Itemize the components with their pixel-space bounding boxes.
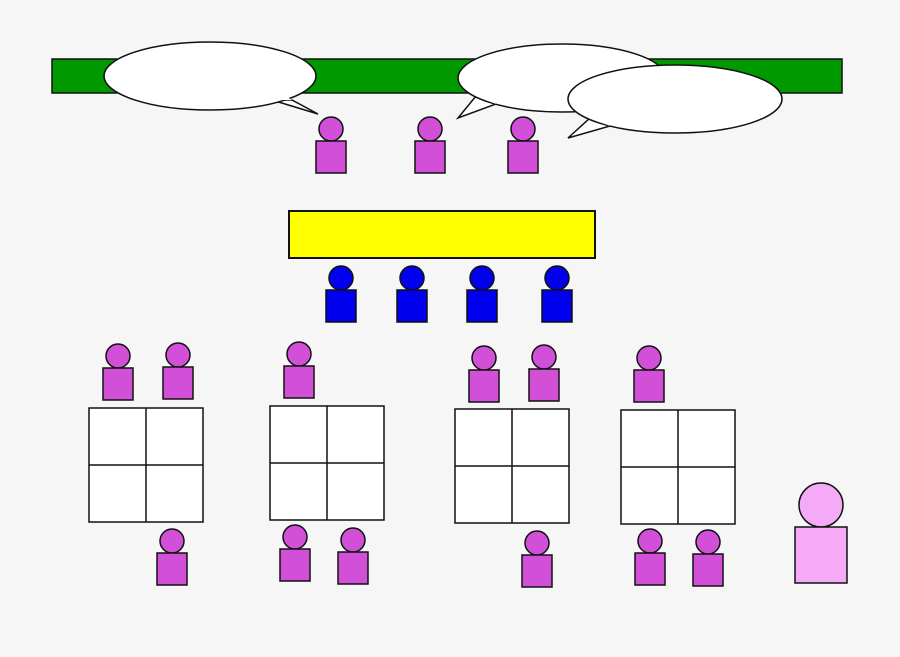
table-4-student-below-2 — [692, 529, 724, 587]
speech-bubble-1 — [103, 41, 319, 115]
table-4-student-below-1-body — [634, 552, 666, 586]
staff-2 — [396, 265, 428, 323]
table-2-student-above-1-head — [286, 341, 312, 367]
table-group-1 — [88, 407, 204, 523]
table-3-student-above-1 — [468, 345, 500, 403]
staff-3 — [466, 265, 498, 323]
table-1-student-below-1 — [156, 528, 188, 586]
table-4-student-above-1-head — [636, 345, 662, 371]
table-1-student-above-2-body — [162, 366, 194, 400]
staff-1-body — [325, 289, 357, 323]
staff-4 — [541, 265, 573, 323]
teacher-body — [794, 526, 848, 584]
table-1-student-above-1 — [102, 343, 134, 401]
speaker-3 — [507, 116, 539, 174]
speaker-3-body — [507, 140, 539, 174]
speech-bubble-3-body — [567, 64, 783, 134]
table-group-2 — [269, 405, 385, 521]
speech-bubble-3-tail-seam — [590, 116, 610, 126]
speech-bubble-1-body — [103, 41, 317, 111]
table-4-student-below-1-head — [637, 528, 663, 554]
table-2-student-below-1-body — [279, 548, 311, 582]
table-4-student-below-2-body — [692, 553, 724, 587]
speech-bubble-3 — [567, 64, 783, 139]
staff-1-head — [328, 265, 354, 291]
staff-3-head — [469, 265, 495, 291]
table-3-student-above-1-body — [468, 369, 500, 403]
table-2-student-above-1 — [283, 341, 315, 399]
table-4-student-below-2-head — [695, 529, 721, 555]
speaker-2-body — [414, 140, 446, 174]
table-1-student-above-2-head — [165, 342, 191, 368]
table-3-student-below-1-head — [524, 530, 550, 556]
table-2-student-above-1-body — [283, 365, 315, 399]
staff-4-head — [544, 265, 570, 291]
table-group-4 — [620, 409, 736, 525]
staff-3-body — [466, 289, 498, 323]
staff-2-head — [399, 265, 425, 291]
speech-bubble-1-tail-seam — [272, 94, 292, 100]
teacher-head — [798, 482, 844, 528]
table-4-student-below-1 — [634, 528, 666, 586]
speaker-2-head — [417, 116, 443, 142]
table-3-student-above-2-body — [528, 368, 560, 402]
speaker-1-body — [315, 140, 347, 174]
table-3-student-below-1 — [521, 530, 553, 588]
staff-2-body — [396, 289, 428, 323]
teacher — [794, 482, 848, 584]
table-3-student-above-2-head — [531, 344, 557, 370]
table-2-student-below-1 — [279, 524, 311, 582]
speech-bubble-2-tail-seam — [476, 94, 496, 104]
table-3-student-above-1-head — [471, 345, 497, 371]
front-desk — [288, 210, 596, 259]
table-2-student-below-2-head — [340, 527, 366, 553]
table-1-student-above-2 — [162, 342, 194, 400]
table-3-student-below-1-body — [521, 554, 553, 588]
table-1-student-below-1-head — [159, 528, 185, 554]
table-group-3 — [454, 408, 570, 524]
speaker-2 — [414, 116, 446, 174]
speaker-1 — [315, 116, 347, 174]
table-4-student-above-1 — [633, 345, 665, 403]
staff-4-body — [541, 289, 573, 323]
table-1-student-below-1-body — [156, 552, 188, 586]
speaker-3-head — [510, 116, 536, 142]
table-1-student-above-1-body — [102, 367, 134, 401]
table-2-student-below-2-body — [337, 551, 369, 585]
table-4-student-above-1-body — [633, 369, 665, 403]
staff-1 — [325, 265, 357, 323]
table-3-student-above-2 — [528, 344, 560, 402]
speaker-1-head — [318, 116, 344, 142]
table-1-student-above-1-head — [105, 343, 131, 369]
table-2-student-below-1-head — [282, 524, 308, 550]
table-2-student-below-2 — [337, 527, 369, 585]
